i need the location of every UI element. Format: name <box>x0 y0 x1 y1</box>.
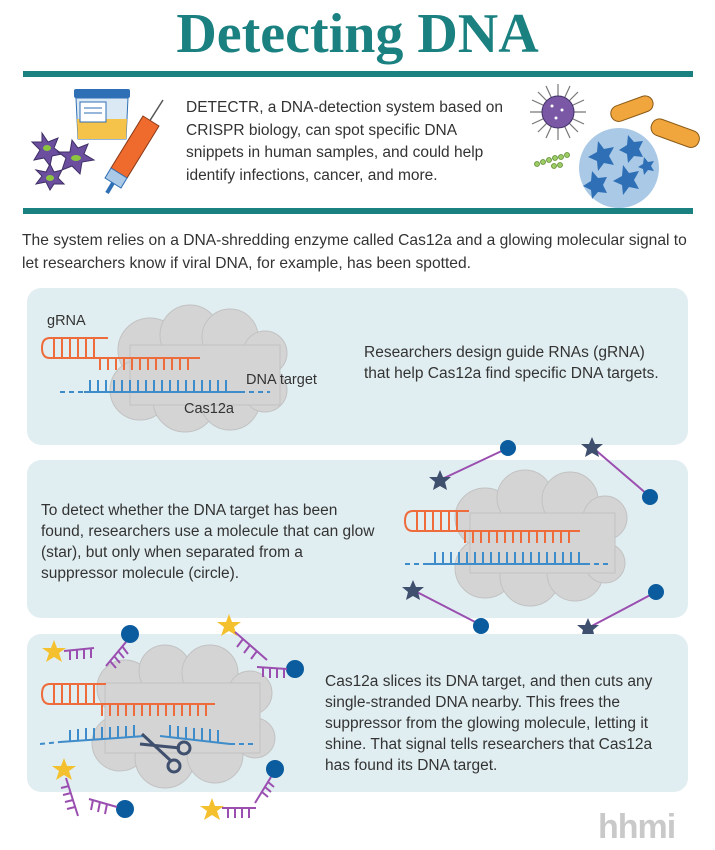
grna-label: gRNA <box>47 313 86 329</box>
reporter-molecule <box>577 584 664 638</box>
reporter-molecule <box>402 580 489 634</box>
dna-strand <box>60 380 270 393</box>
bacteria-chain-icon <box>534 152 570 169</box>
cleaved-dna-strand <box>39 725 255 745</box>
virus-capsid-icon <box>579 128 659 208</box>
hhmi-logo: hhmi <box>598 808 676 846</box>
suppressor-circle-icon <box>105 625 139 669</box>
grna-strand <box>403 510 580 543</box>
reporter-star-icon <box>200 798 256 820</box>
suppressor-circle-icon <box>254 760 284 804</box>
dna-target-label: DNA target <box>246 372 317 388</box>
intro-divider <box>23 208 693 214</box>
suppressor-circle-icon <box>88 798 134 818</box>
bacteria-icon <box>610 95 700 148</box>
sample-cup-icon <box>74 89 130 140</box>
scissors-icon <box>139 732 192 774</box>
reporter-molecule <box>581 437 658 505</box>
suppressor-circle-icon <box>256 660 304 678</box>
reporter-star-icon <box>217 614 268 661</box>
virus-icon <box>530 84 586 140</box>
intro-paragraph: DETECTR, a DNA-detection system based on… <box>186 99 504 184</box>
reporter-molecule <box>429 440 516 490</box>
step-2-text: To detect whether the DNA target has bee… <box>41 502 375 582</box>
syringe-icon <box>104 99 164 195</box>
reporter-star-icon <box>42 640 95 662</box>
reporter-star-icon <box>52 758 79 817</box>
page-title: Detecting DNA <box>176 3 539 65</box>
cas12a-cloud <box>109 304 288 433</box>
step-3-text: Cas12a slices its DNA target, and then c… <box>325 673 653 774</box>
step-1-text: Researchers design guide RNAs (gRNA) tha… <box>364 344 659 382</box>
dna-strand <box>405 552 610 565</box>
grna-strand <box>40 337 200 370</box>
cas12a-label: Cas12a <box>184 401 234 417</box>
lead-paragraph: The system relies on a DNA-shredding enz… <box>22 232 687 272</box>
grna-strand <box>40 683 215 716</box>
top-divider <box>23 71 693 77</box>
cells-icon <box>30 131 96 191</box>
